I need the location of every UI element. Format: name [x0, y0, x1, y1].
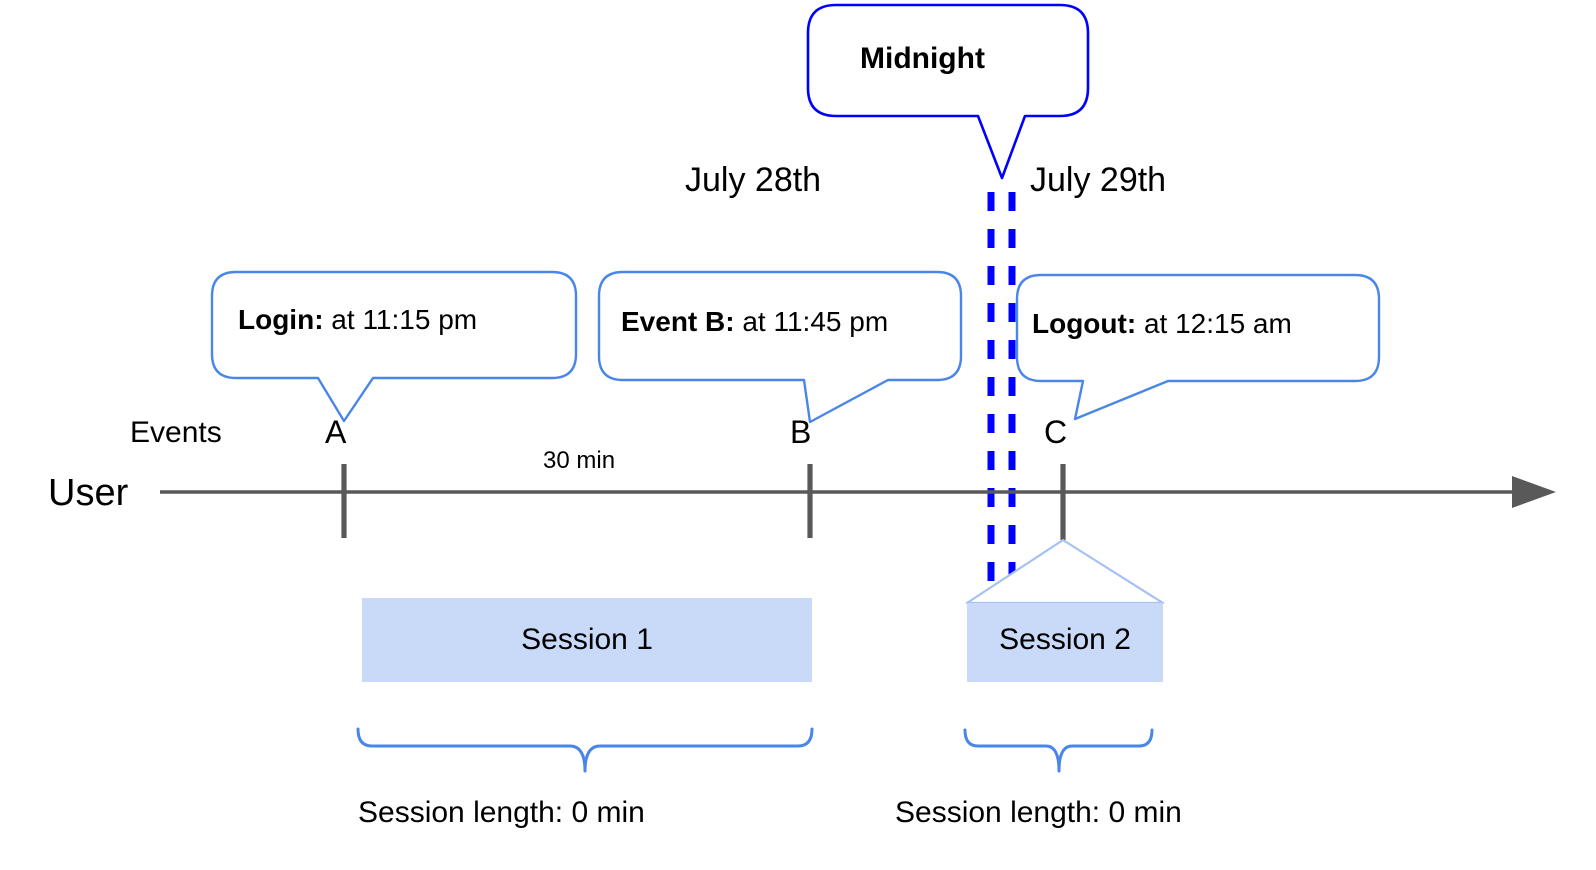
timeline-axis: [160, 476, 1556, 508]
callout-c-text: Logout: at 12:15 am: [1032, 310, 1292, 338]
session-2-brace: [963, 728, 1154, 773]
callout-c-rest: at 12:15 am: [1136, 308, 1292, 339]
lane-label-events: Events: [130, 416, 222, 449]
callout-a-rest: at 11:15 pm: [323, 304, 478, 335]
session-1-label: Session 1: [521, 623, 653, 656]
session-1-length-label: Session length: 0 min: [358, 796, 645, 829]
session-2-box: [965, 538, 1165, 682]
tick-letter-b: B: [790, 414, 812, 450]
tick-letter-a: A: [325, 414, 347, 450]
midnight-dashed-lines: [987, 192, 1016, 582]
midnight-callout-shape: [806, 3, 1090, 180]
callout-b-bold: Event B:: [621, 306, 735, 337]
tick-letter-c: C: [1044, 414, 1068, 450]
callout-b-text: Event B: at 11:45 pm: [621, 308, 888, 336]
callout-b-rest: at 11:45 pm: [734, 306, 889, 337]
session-2-length-label: Session length: 0 min: [895, 796, 1182, 829]
callout-a-text: Login: at 11:15 pm: [238, 306, 477, 334]
session-2-label: Session 2: [999, 623, 1131, 656]
date-label-july-28: July 28th: [685, 161, 822, 199]
timeline-ticks: [341, 464, 1066, 540]
lane-label-user: User: [48, 472, 129, 514]
callout-a-shape: [210, 270, 578, 423]
callout-c-shape: [1015, 273, 1381, 421]
callout-c-bold: Logout:: [1032, 308, 1137, 339]
session-1-brace: [356, 727, 814, 773]
date-label-july-29: July 29th: [1030, 161, 1167, 199]
interval-label-30-min: 30 min: [543, 447, 616, 474]
midnight-label: Midnight: [860, 42, 985, 75]
callout-b-shape: [597, 270, 963, 424]
callout-a-bold: Login:: [238, 304, 324, 335]
